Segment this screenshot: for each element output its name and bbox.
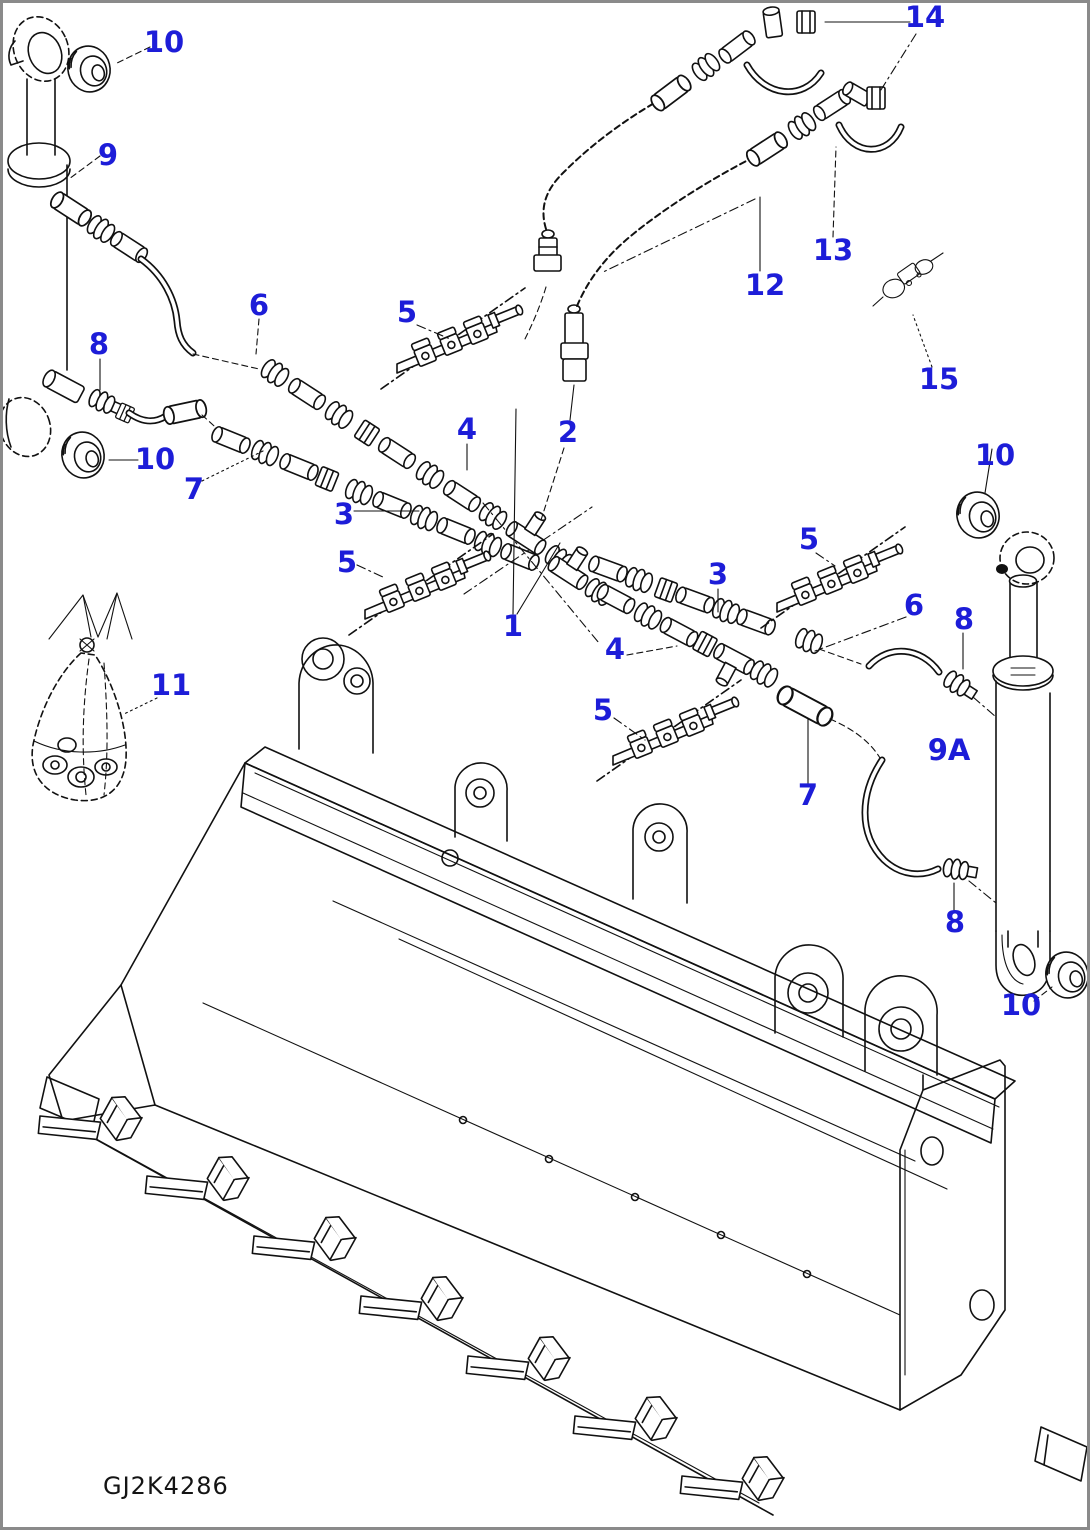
clamp-set-right bbox=[761, 527, 905, 628]
callout-3-right: 3 bbox=[708, 557, 728, 591]
clamp-set-bottom-center bbox=[597, 680, 741, 781]
elbow-fitting-8-left bbox=[42, 369, 136, 424]
callout-10-midleft: 10 bbox=[135, 442, 175, 476]
callout-8-left: 8 bbox=[89, 327, 109, 361]
hose-clip-icon bbox=[796, 10, 816, 34]
callout-1: 1 bbox=[503, 609, 523, 643]
callout-10-right: 10 bbox=[975, 438, 1015, 472]
parts-diagram-canvas: 10 9 8 10 7 6 5 3 5 11 1 4 2 12 13 14 15… bbox=[3, 3, 1087, 1527]
callout-6-left: 6 bbox=[249, 288, 269, 322]
hose-fitting-chain-right-lower bbox=[594, 581, 997, 904]
callout-13: 13 bbox=[813, 233, 853, 267]
callout-10-topleft: 10 bbox=[144, 25, 184, 59]
callout-9A: 9A bbox=[928, 733, 971, 767]
callout-14: 14 bbox=[905, 3, 945, 34]
hose-fitting-chain-right-upper bbox=[586, 554, 997, 718]
callout-10-bottomright: 10 bbox=[1001, 988, 1041, 1022]
callout-4-left: 4 bbox=[457, 412, 477, 446]
callout-15: 15 bbox=[919, 362, 959, 396]
figure-code: GJ2K4286 bbox=[103, 1472, 229, 1500]
callout-5-bottomcenter: 5 bbox=[593, 693, 613, 727]
callout-9: 9 bbox=[98, 138, 118, 172]
fitting-15-drawing bbox=[872, 252, 944, 307]
callout-2: 2 bbox=[558, 415, 578, 449]
callout-5-right: 5 bbox=[799, 522, 819, 556]
callout-8-righttop: 8 bbox=[954, 602, 974, 636]
parts-bag-drawing bbox=[31, 592, 133, 802]
callout-11: 11 bbox=[151, 668, 191, 702]
callout-5-upperleft: 5 bbox=[397, 295, 417, 329]
bucket-drawing bbox=[31, 637, 1087, 1527]
callout-7-left: 7 bbox=[184, 472, 204, 506]
callout-6-right: 6 bbox=[904, 588, 924, 622]
center-tee-cluster bbox=[463, 501, 617, 644]
vertical-hose-end-fittings bbox=[523, 229, 589, 382]
callout-labels: 10 9 8 10 7 6 5 3 5 11 1 4 2 12 13 14 15… bbox=[89, 3, 1041, 1022]
callout-5-midleft: 5 bbox=[337, 545, 357, 579]
callout-8-bottomright: 8 bbox=[945, 905, 965, 939]
callout-7-bottom: 7 bbox=[798, 778, 818, 812]
clamp-set-mid-left bbox=[349, 534, 493, 635]
hose-clip-icon bbox=[866, 86, 886, 110]
callout-3-left: 3 bbox=[334, 497, 354, 531]
upper-hose-12-assembly bbox=[542, 6, 825, 230]
hose-fitting-chain-left-lower bbox=[209, 424, 542, 573]
callout-leader-lines bbox=[68, 21, 1053, 1002]
rod-end-assembly-left bbox=[3, 15, 260, 484]
callout-4-center: 4 bbox=[605, 632, 625, 666]
callout-12: 12 bbox=[745, 268, 785, 302]
bucket-cylinder-drawing bbox=[951, 486, 1087, 1004]
upper-hose-13-assembly bbox=[576, 81, 905, 307]
